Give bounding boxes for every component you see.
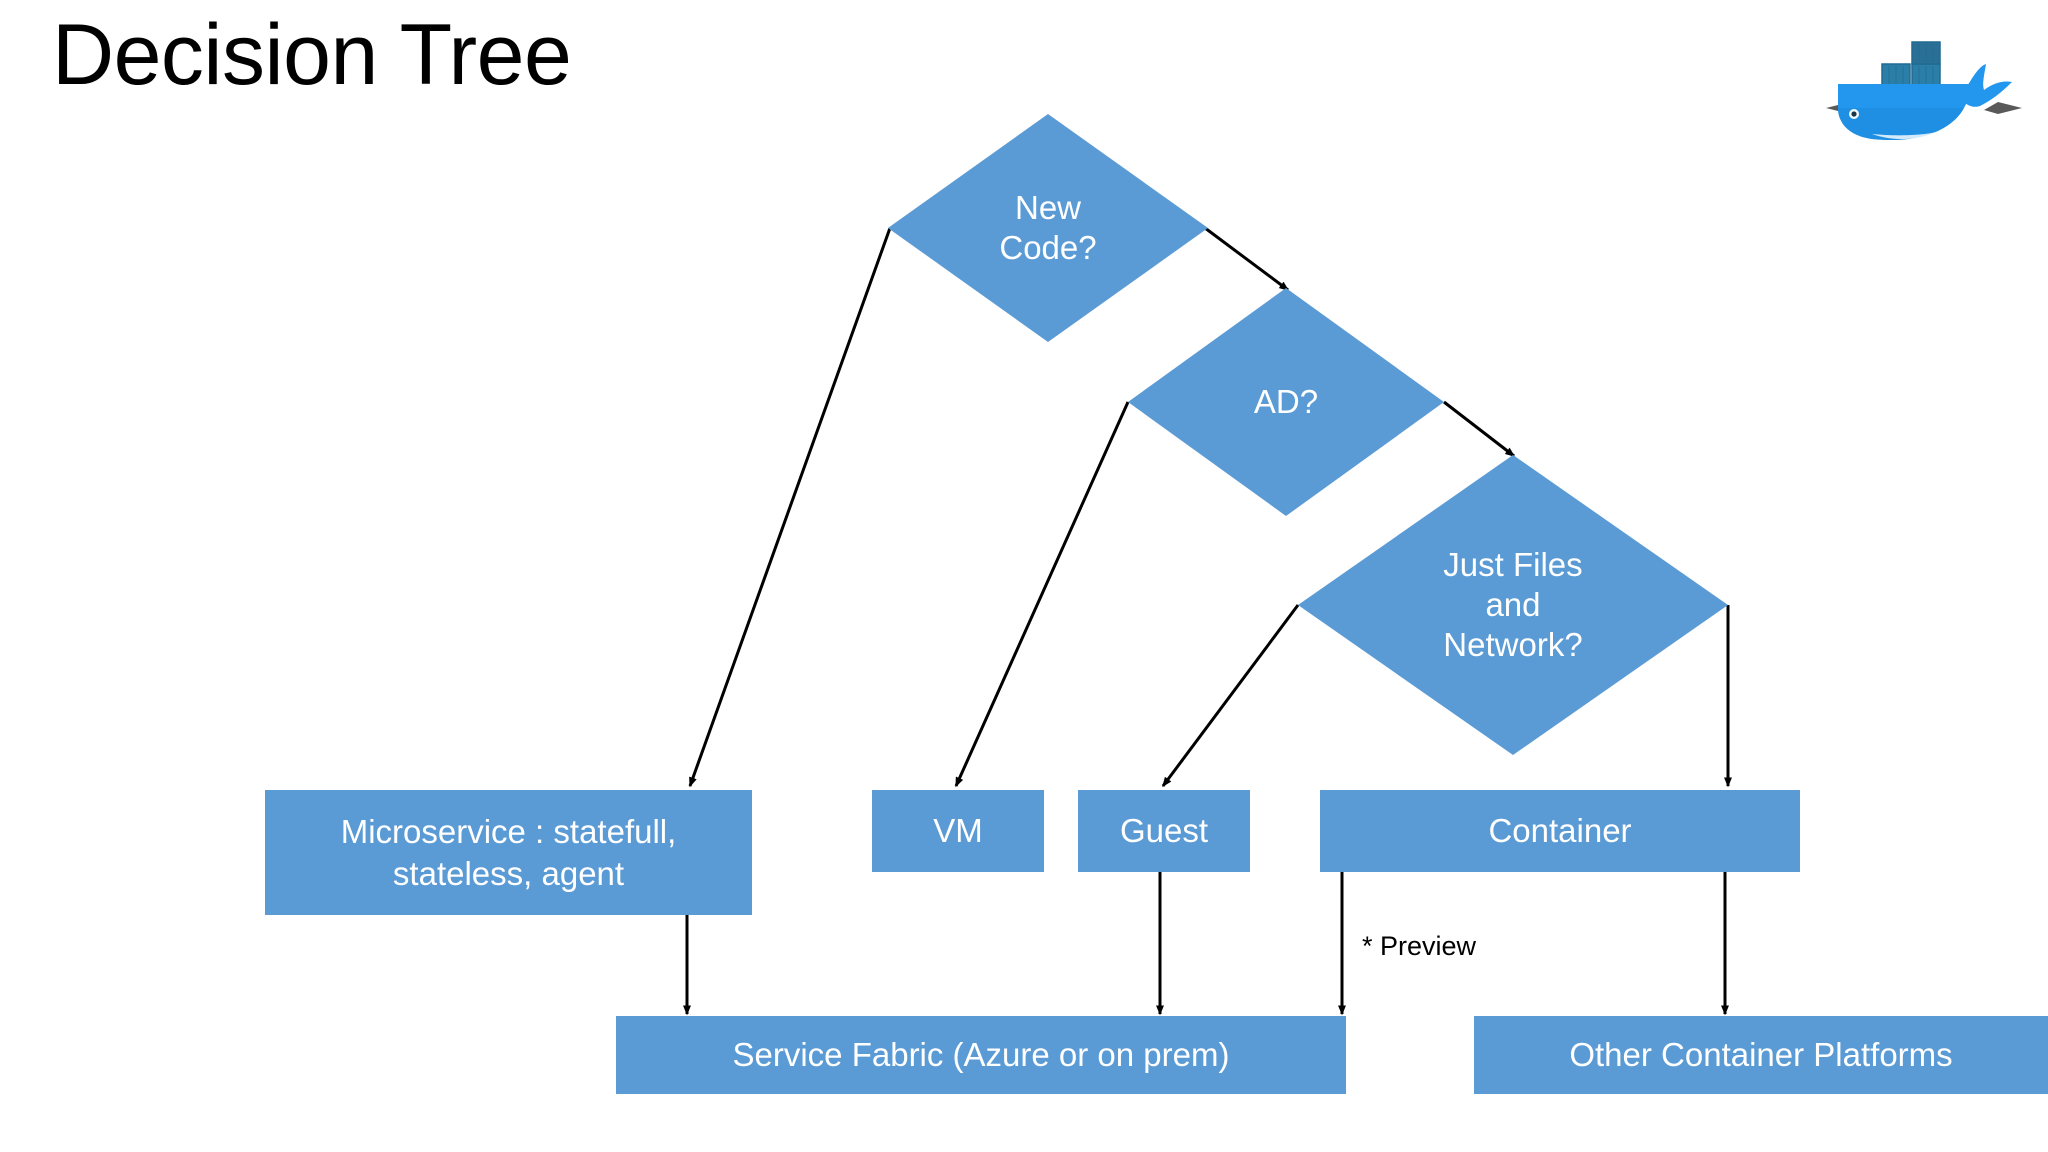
decision-label-new-code: New Code?	[999, 188, 1097, 266]
diamond-shape	[1298, 455, 1728, 755]
outcome-node-container[interactable]: Container	[1320, 790, 1800, 872]
decision-node-ad[interactable]: AD?	[1128, 288, 1444, 516]
preview-note: * Preview	[1362, 930, 1476, 962]
diamond-shape	[888, 114, 1208, 342]
outcome-node-guest[interactable]: Guest	[1078, 790, 1250, 872]
outcome-label-container: Container	[1488, 812, 1632, 850]
flow-just-files-to-guest	[1161, 604, 1300, 788]
decision-node-just-files[interactable]: Just Files and Network?	[1298, 455, 1728, 755]
page-title: Decision Tree	[52, 7, 572, 103]
flow-new-code-to-ad	[1204, 226, 1290, 292]
outcome-label-other-platforms: Other Container Platforms	[1569, 1036, 1953, 1074]
diamond-shape	[1128, 288, 1444, 516]
decision-label-ad: AD?	[1253, 382, 1319, 420]
outcome-node-service-fabric[interactable]: Service Fabric (Azure or on prem)	[616, 1016, 1346, 1094]
outcome-label-guest: Guest	[1119, 812, 1209, 850]
outcome-label-microservice: Microservice : statefull, stateless, age…	[340, 813, 677, 892]
outcome-node-vm[interactable]: VM	[872, 790, 1044, 872]
docker-logo	[1824, 22, 2024, 142]
flow-new-code-to-microservice	[688, 227, 892, 788]
flow-ad-to-just-files	[1443, 400, 1516, 458]
decision-node-new-code[interactable]: New Code?	[888, 114, 1208, 342]
preview-note-label: * Preview	[1362, 931, 1477, 961]
outcome-label-service-fabric: Service Fabric (Azure or on prem)	[732, 1036, 1230, 1074]
decision-label-just-files: Just Files and Network?	[1443, 545, 1583, 664]
outcome-node-other-platforms[interactable]: Other Container Platforms	[1474, 1016, 2048, 1094]
flow-ad-to-vm	[954, 401, 1130, 788]
outcome-label-vm: VM	[933, 812, 983, 850]
outcome-node-microservice[interactable]: Microservice : statefull, stateless, age…	[265, 790, 752, 915]
